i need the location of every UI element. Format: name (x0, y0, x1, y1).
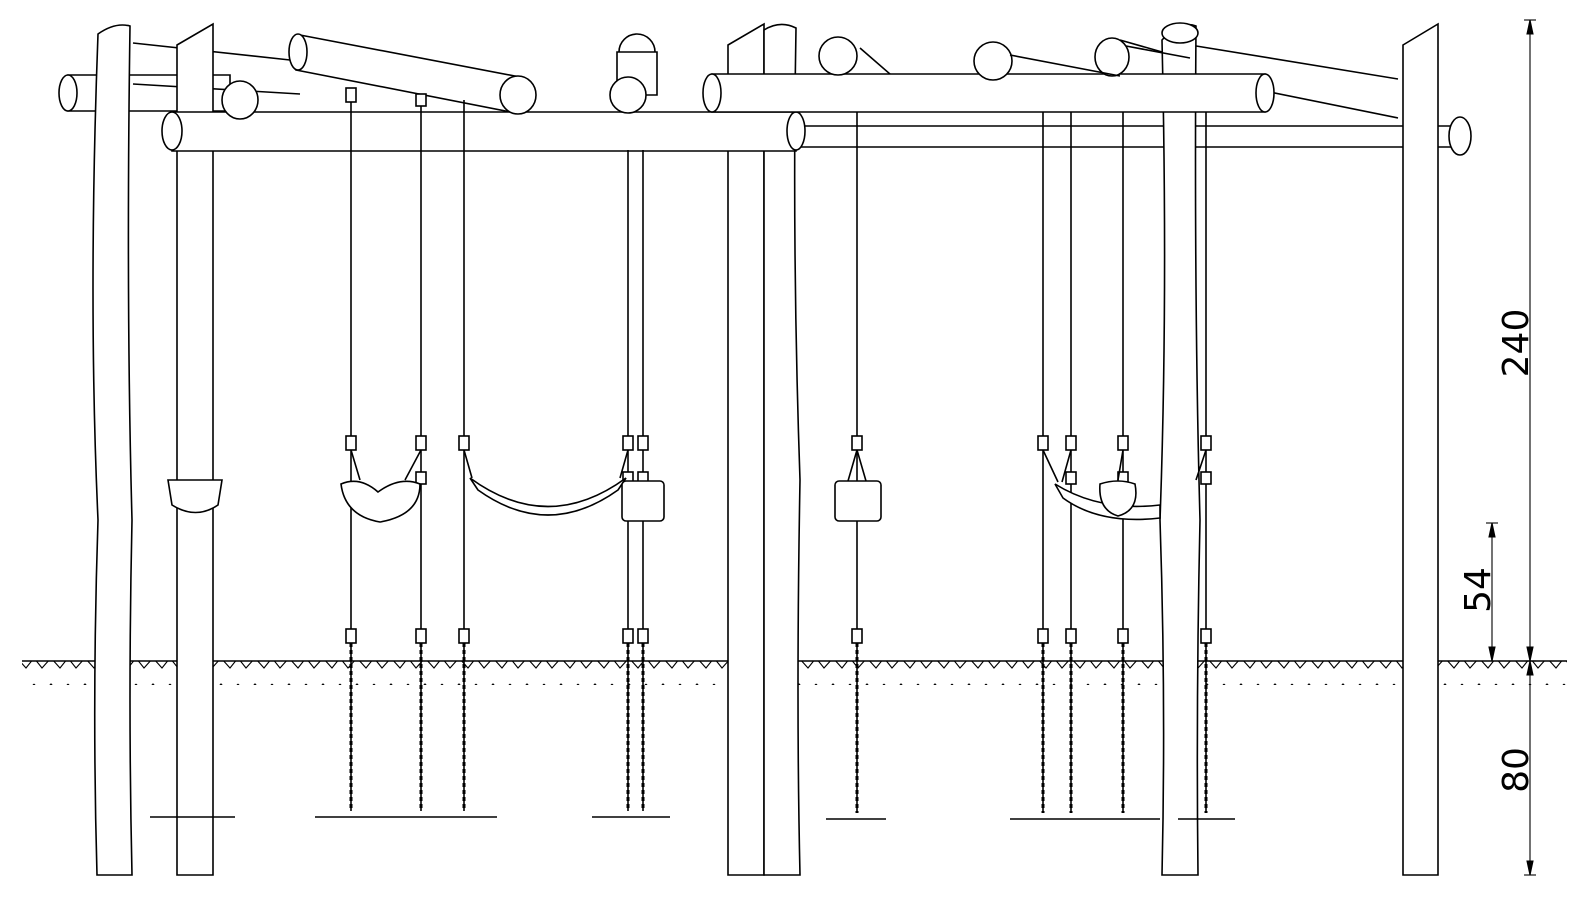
post-1 (92, 24, 133, 876)
belt-seat (1054, 483, 1161, 521)
log-end (1161, 22, 1199, 44)
posts (92, 22, 1439, 876)
belt-seat (469, 477, 627, 516)
log-end (973, 41, 1013, 81)
bucket-seat (340, 480, 421, 523)
flat-seat (621, 480, 665, 522)
log-end (609, 76, 647, 114)
post-6 (1402, 22, 1439, 876)
post-2 (176, 22, 214, 876)
dimension-240-label: 240 (1496, 309, 1537, 378)
bucket-seat-side (167, 479, 223, 514)
top-log-slanted (295, 34, 521, 114)
anchor-chains (349, 643, 1208, 813)
dimension-lines (1486, 19, 1536, 876)
flat-seat (834, 480, 882, 522)
front-beam-left (171, 111, 797, 152)
log-end (221, 80, 259, 120)
swing-seats (167, 449, 1207, 523)
foundation-plates (150, 816, 1235, 820)
front-beams (161, 22, 1275, 152)
dimension-54-label: 54 (1458, 567, 1499, 613)
dimension-80-label: 80 (1496, 747, 1537, 793)
post-4 (763, 23, 801, 876)
bucket-seat (1099, 480, 1137, 517)
log-end (818, 36, 858, 76)
post-5 (1159, 23, 1201, 876)
log-end (1094, 37, 1130, 77)
